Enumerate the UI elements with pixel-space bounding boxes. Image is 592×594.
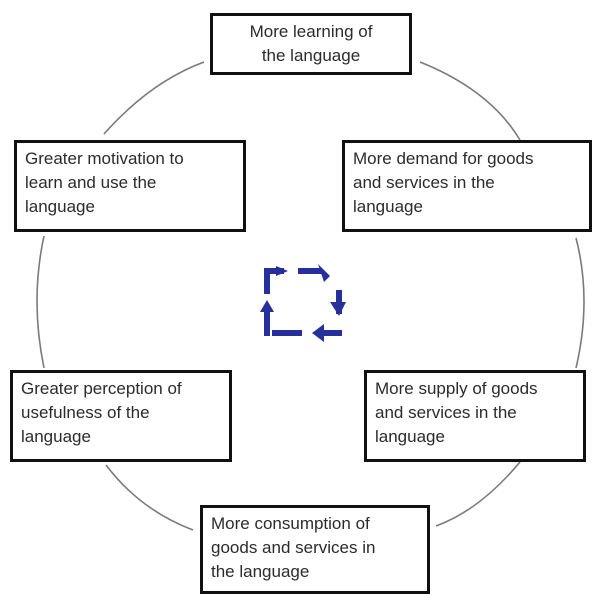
node-more-learning: More learning of the language xyxy=(210,13,412,75)
cycle-arrows-icon xyxy=(260,264,346,342)
arc-node-5-to-node-6 xyxy=(36,235,45,369)
arc-node-6-to-node-1 xyxy=(103,61,205,135)
node-greater-perception: Greater perception of usefulness of the … xyxy=(10,370,232,462)
node-more-demand: More demand for goods and services in th… xyxy=(342,140,592,232)
arc-node-3-to-node-4 xyxy=(435,461,521,527)
node-greater-motivation: Greater motivation to learn and use the … xyxy=(14,140,246,232)
arc-node-2-to-node-3 xyxy=(575,237,585,369)
arc-node-4-to-node-5 xyxy=(105,464,194,531)
node-more-supply: More supply of goods and services in the… xyxy=(364,370,586,462)
node-more-consumption: More consumption of goods and services i… xyxy=(200,505,430,594)
arc-node-1-to-node-2 xyxy=(419,61,521,141)
